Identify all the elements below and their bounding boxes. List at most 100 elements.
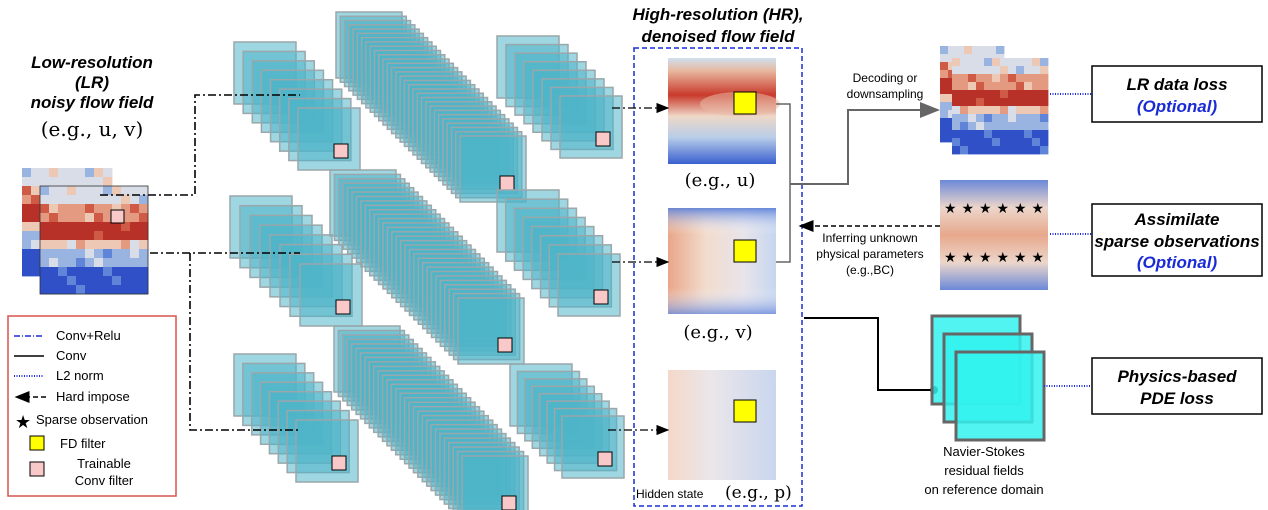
pixel — [1040, 58, 1049, 67]
pixel — [31, 231, 41, 241]
pixel — [22, 249, 32, 259]
pixel — [976, 98, 985, 107]
pixel — [49, 276, 59, 286]
pixel — [968, 58, 977, 67]
pixel — [1000, 106, 1009, 115]
pixel — [992, 114, 1001, 123]
pixel — [1032, 146, 1041, 155]
pixel — [67, 249, 77, 259]
pixel — [940, 102, 949, 111]
pixel — [94, 195, 104, 205]
pixel — [67, 213, 77, 223]
pixel — [31, 195, 41, 205]
pixel — [58, 222, 68, 232]
pixel — [940, 126, 949, 135]
pixel — [1024, 74, 1033, 83]
pixel — [952, 66, 961, 75]
pixel — [40, 222, 50, 232]
pixel — [67, 168, 77, 178]
pixel — [960, 130, 969, 139]
pixel — [968, 66, 977, 75]
feature-map-stacks — [229, 11, 625, 510]
pixel — [139, 258, 149, 268]
pixel — [1000, 146, 1009, 155]
pixel — [992, 122, 1001, 131]
pixel — [85, 222, 95, 232]
lr-data-loss-box: LR data loss (Optional) — [1091, 65, 1263, 123]
pixel — [76, 276, 86, 286]
hr-title-line-2: denoised flow field — [641, 27, 795, 46]
pixel — [1016, 146, 1025, 155]
pixel — [130, 186, 140, 196]
pixel — [139, 213, 149, 223]
output-arrows — [608, 102, 670, 436]
legend-l2-label: L2 norm — [56, 368, 104, 383]
pixel — [85, 258, 95, 268]
pixel — [1040, 138, 1049, 147]
pixel — [1024, 98, 1033, 107]
pixel — [992, 74, 1001, 83]
star-icon: ★ — [997, 200, 1010, 216]
pixel — [49, 258, 59, 268]
pixel — [31, 213, 41, 223]
decode-label-line-1: Decoding or — [853, 71, 918, 85]
pixel — [94, 168, 104, 178]
pixel — [22, 204, 32, 214]
pixel — [976, 138, 985, 147]
lr-title-line-3: noisy flow field — [31, 93, 154, 112]
pixel — [992, 106, 1001, 115]
pixel — [1040, 74, 1049, 83]
branch-line-top — [100, 94, 300, 196]
pixel — [58, 204, 68, 214]
pixel — [968, 74, 977, 83]
pixel — [76, 168, 86, 178]
pixel — [1016, 58, 1025, 67]
pixel — [40, 204, 50, 214]
legend-sparse-obs-label: Sparse observation — [36, 412, 148, 427]
hr-p-image — [668, 370, 776, 480]
pixel — [940, 86, 949, 95]
pixel — [1024, 66, 1033, 75]
residual-fields: Navier-Stokes residual fields on referen… — [924, 314, 1046, 497]
pixel — [952, 90, 961, 99]
pixel — [1024, 146, 1033, 155]
infer-label-line-2: physical parameters — [816, 247, 923, 261]
ns-label-line-1: Navier-Stokes — [943, 444, 1025, 459]
pixel — [1024, 138, 1033, 147]
pixel — [49, 186, 59, 196]
pixel — [94, 222, 104, 232]
pixel — [31, 168, 41, 178]
pixel — [1008, 98, 1017, 107]
pixel — [976, 58, 985, 67]
pixel — [1016, 90, 1025, 99]
star-icon: ★ — [979, 200, 992, 216]
star-icon: ★ — [1032, 249, 1045, 265]
pixel — [960, 146, 969, 155]
pixel — [22, 231, 32, 241]
pixel — [992, 90, 1001, 99]
pixel — [103, 267, 113, 277]
pixel — [1008, 138, 1017, 147]
pixel — [139, 276, 149, 286]
pixel — [960, 98, 969, 107]
pixel — [103, 222, 113, 232]
assimilate-title-2: sparse observations — [1094, 232, 1259, 251]
pixel — [1032, 114, 1041, 123]
pixel — [22, 213, 32, 223]
pixel — [1016, 138, 1025, 147]
pixel — [960, 90, 969, 99]
pixel — [976, 146, 985, 155]
pixel — [968, 122, 977, 131]
pixel — [112, 267, 122, 277]
pixel — [1016, 122, 1025, 131]
pixel — [976, 114, 985, 123]
lr-example-label: (e.g., u, v) — [41, 117, 144, 141]
pixel — [112, 276, 122, 286]
pixel — [952, 122, 961, 131]
fd-filter-v — [733, 239, 757, 263]
pixel — [968, 146, 977, 155]
pixel — [85, 168, 95, 178]
pixel — [94, 213, 104, 223]
pixel — [984, 114, 993, 123]
